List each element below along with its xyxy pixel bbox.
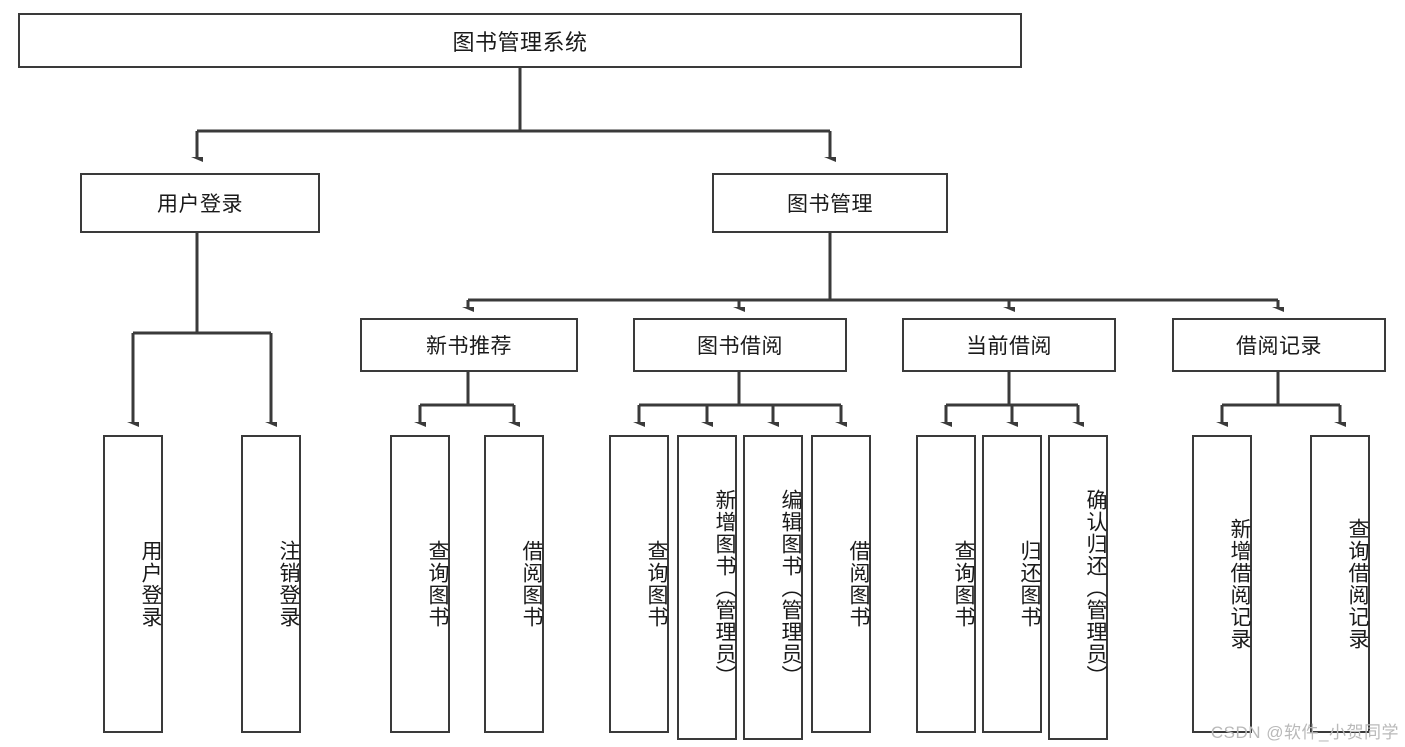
leaf-borrow-add-book[interactable]: 新增图书（管理员） [677,435,737,740]
leaf-borrow-borrow-book[interactable]: 借阅图书 [811,435,871,733]
leaf-borrow-edit-book-label: 编辑图书（管理员） [779,488,802,687]
node-new-book-recommend-label: 新书推荐 [426,335,512,358]
leaf-current-search-book[interactable]: 查询图书 [916,435,976,733]
leaf-current-return-book[interactable]: 归还图书 [982,435,1042,733]
node-borrow-records[interactable]: 借阅记录 [1172,318,1386,372]
leaf-records-add-record[interactable]: 新增借阅记录 [1192,435,1252,733]
node-current-borrow-label: 当前借阅 [966,335,1052,358]
leaf-logout[interactable]: 注销登录 [241,435,301,733]
node-user-login-label: 用户登录 [157,193,243,216]
leaf-borrow-edit-book[interactable]: 编辑图书（管理员） [743,435,803,740]
node-user-login[interactable]: 用户登录 [80,173,320,233]
leaf-borrow-search-book[interactable]: 查询图书 [609,435,669,733]
leaf-records-add-record-label: 新增借阅记录 [1228,518,1251,650]
leaf-newbook-borrow-book-label: 借阅图书 [520,540,543,628]
node-book-borrow[interactable]: 图书借阅 [633,318,847,372]
leaf-newbook-search-book[interactable]: 查询图书 [390,435,450,733]
leaf-logout-label: 注销登录 [277,540,300,628]
leaf-current-confirm-return[interactable]: 确认归还（管理员） [1048,435,1108,740]
leaf-borrow-search-book-label: 查询图书 [645,540,668,628]
leaf-current-search-book-label: 查询图书 [952,540,975,628]
leaf-user-login[interactable]: 用户登录 [103,435,163,733]
node-root[interactable]: 图书管理系统 [18,13,1022,68]
watermark: CSDN @软件_小贺同学 [1210,723,1399,742]
node-root-label: 图书管理系统 [452,29,588,55]
node-book-management-label: 图书管理 [787,193,873,216]
node-current-borrow[interactable]: 当前借阅 [902,318,1116,372]
node-new-book-recommend[interactable]: 新书推荐 [360,318,578,372]
leaf-records-search-record-label: 查询借阅记录 [1346,518,1369,650]
leaf-borrow-borrow-book-label: 借阅图书 [847,540,870,628]
leaf-user-login-label: 用户登录 [139,540,162,628]
leaf-borrow-add-book-label: 新增图书（管理员） [713,488,736,687]
leaf-current-return-book-label: 归还图书 [1018,540,1041,628]
node-borrow-records-label: 借阅记录 [1236,335,1322,358]
leaf-current-confirm-return-label: 确认归还（管理员） [1084,488,1107,687]
leaf-newbook-borrow-book[interactable]: 借阅图书 [484,435,544,733]
leaf-newbook-search-book-label: 查询图书 [426,540,449,628]
node-book-borrow-label: 图书借阅 [697,335,783,358]
leaf-records-search-record[interactable]: 查询借阅记录 [1310,435,1370,733]
node-book-management[interactable]: 图书管理 [712,173,948,233]
